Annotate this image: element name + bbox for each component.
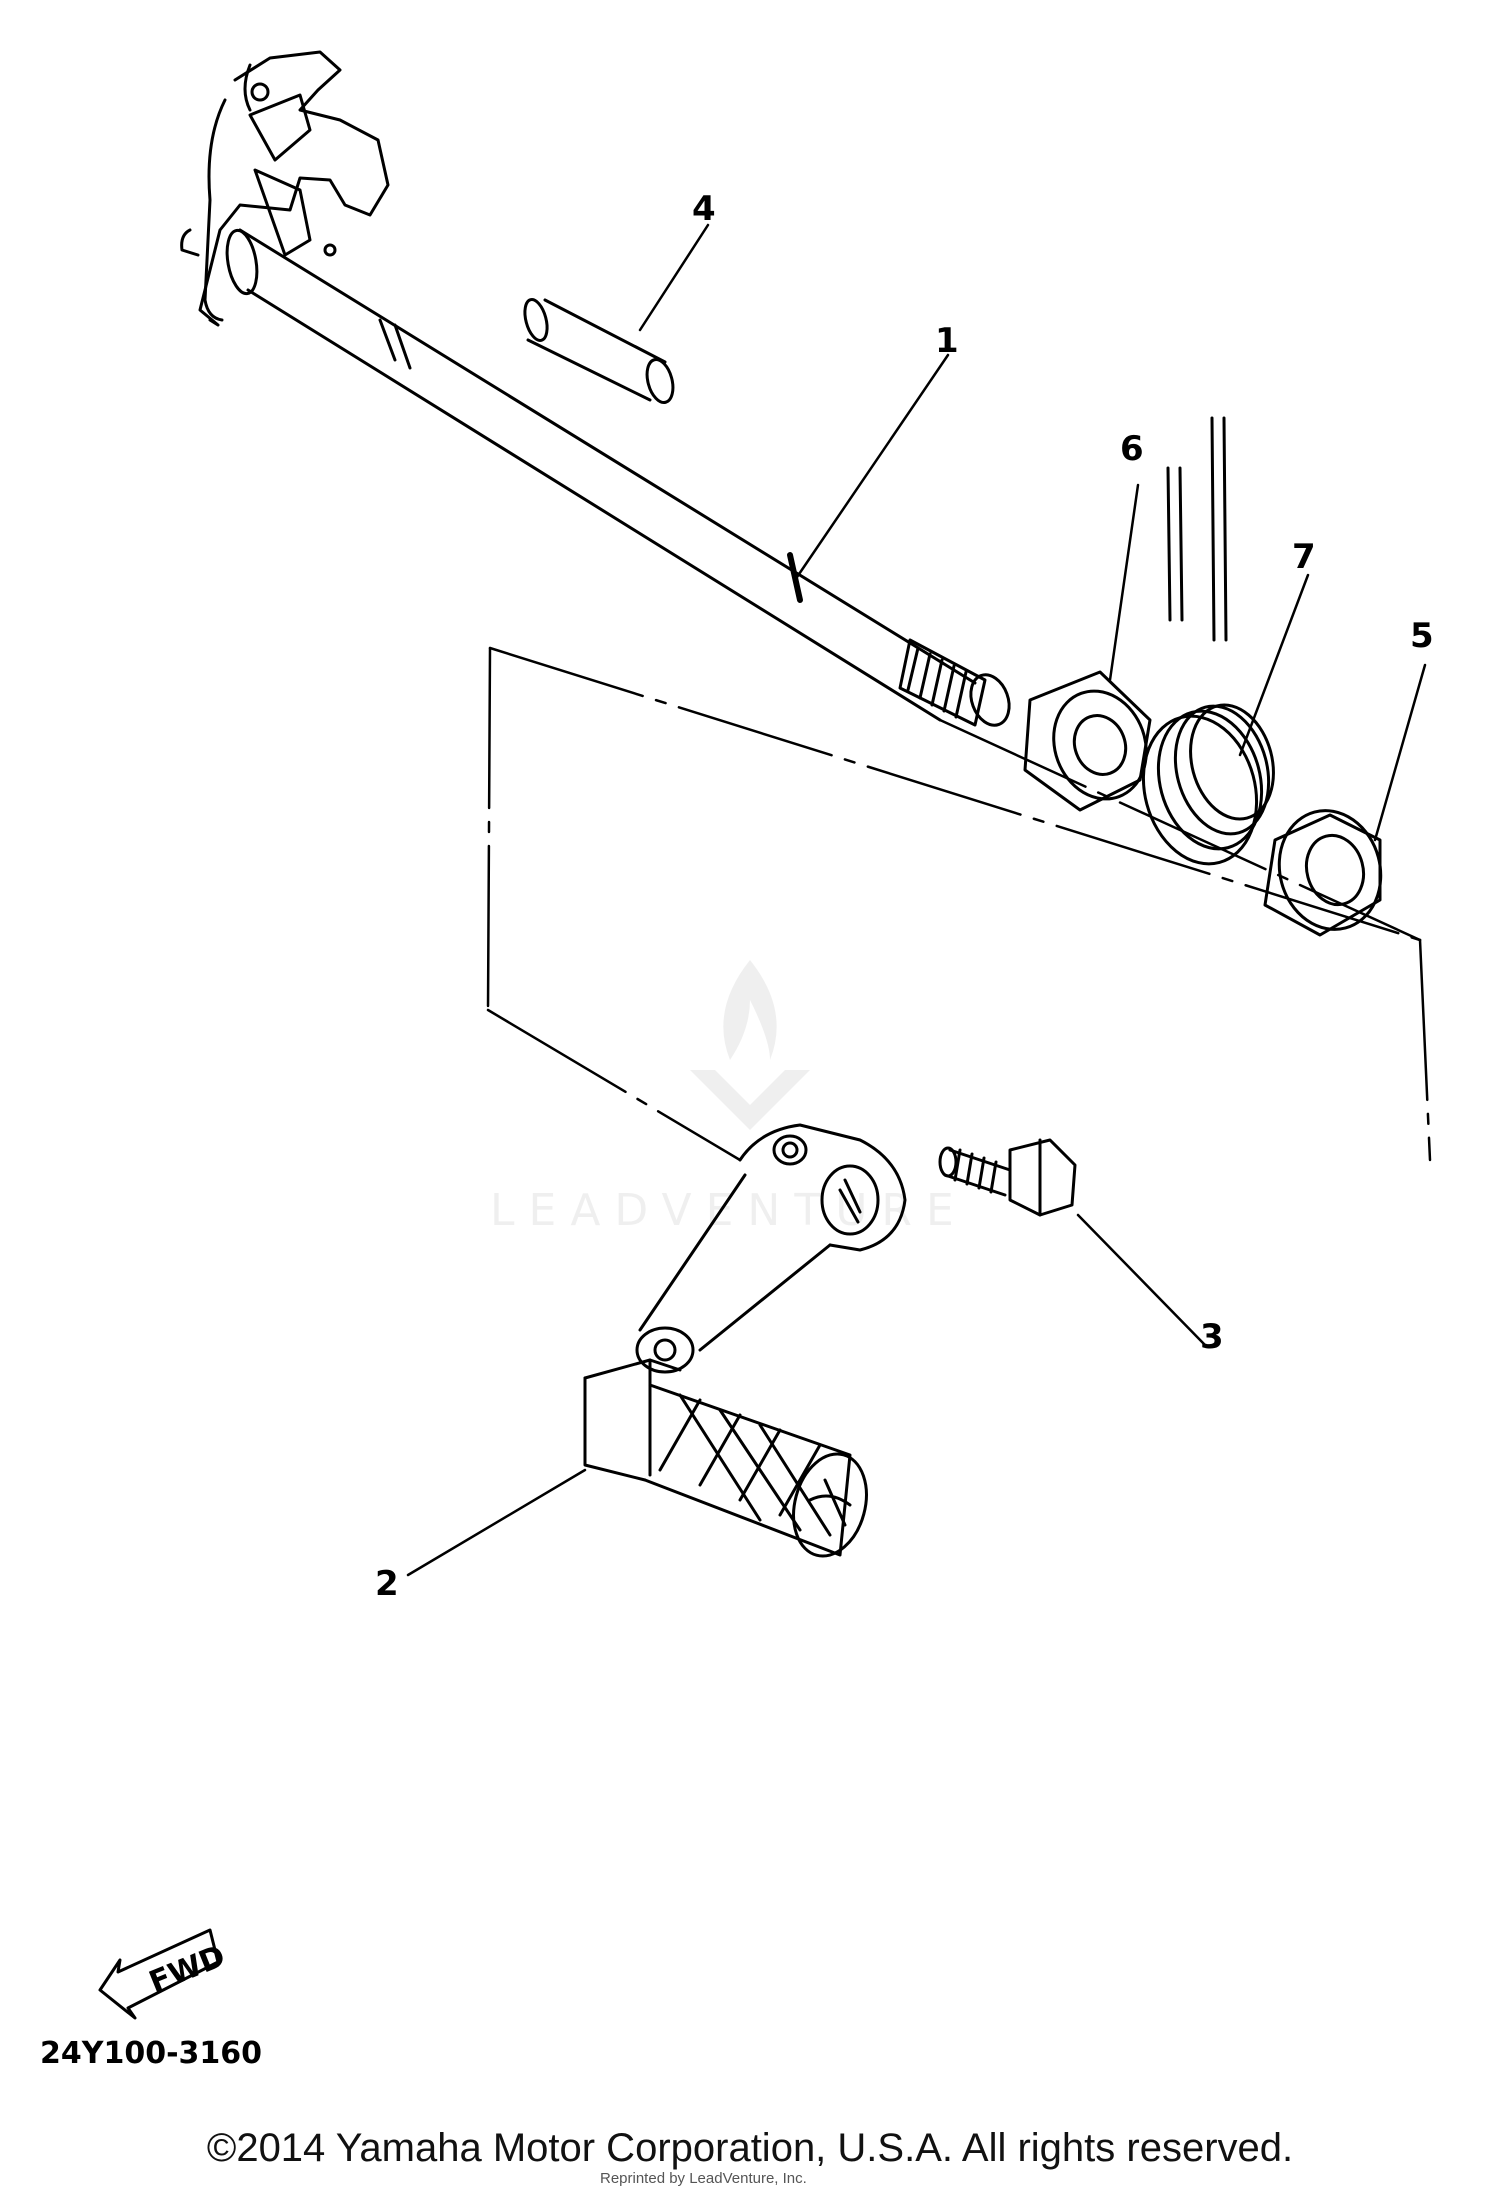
callout-6: 6 (1120, 429, 1144, 469)
watermark-text: LEADVENTURE (490, 1185, 968, 1236)
shift-shaft (225, 228, 1011, 727)
shift-cam-plate (180, 50, 390, 327)
fwd-arrow (98, 1928, 220, 2020)
bolt (938, 1138, 1077, 1217)
callout-1: 1 (935, 321, 959, 361)
callout-5: 5 (1410, 616, 1434, 656)
dowel-pin (523, 298, 675, 404)
diagram-part-code: 24Y100-3160 (40, 2036, 262, 2071)
alignment-guide (486, 646, 1432, 1162)
callout-4: 4 (692, 189, 716, 229)
copyright-notice: ©2014 Yamaha Motor Corporation, U.S.A. A… (206, 2126, 1294, 2170)
collar (1023, 670, 1152, 812)
leadventure-logo-watermark (690, 960, 810, 1130)
reprint-notice: Reprinted by LeadVenture, Inc. (600, 2170, 807, 2187)
shift-pedal (583, 1123, 907, 1558)
return-spring (1141, 416, 1275, 866)
callout-3: 3 (1200, 1317, 1224, 1357)
fwd-label: FWD (144, 1939, 230, 2001)
callout-2: 2 (375, 1564, 399, 1604)
oil-seal (1263, 809, 1383, 937)
leader-lines (406, 223, 1427, 1577)
callout-7: 7 (1292, 537, 1316, 577)
